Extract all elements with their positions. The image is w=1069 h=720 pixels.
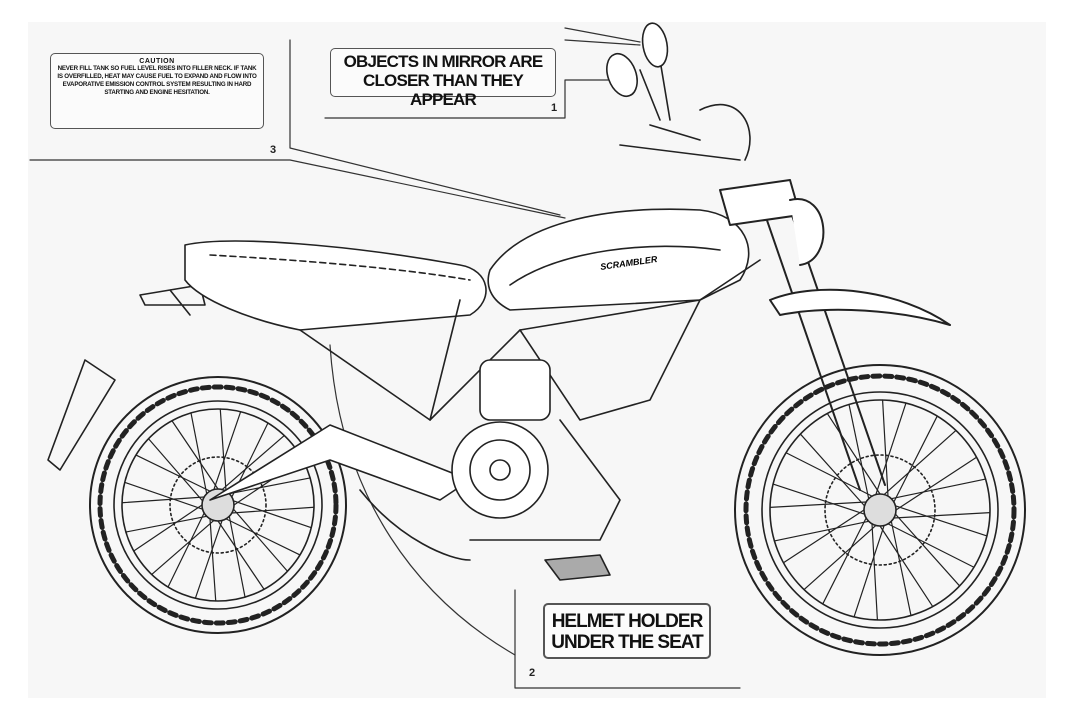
helmet-line-2: UNDER THE SEAT xyxy=(551,632,703,653)
front-wheel xyxy=(734,364,1026,656)
spoke xyxy=(167,512,205,588)
mirror-left xyxy=(606,52,638,98)
spoke xyxy=(803,524,877,591)
muffler xyxy=(359,489,471,561)
spoke xyxy=(228,477,311,495)
spoke xyxy=(893,511,991,519)
spoke xyxy=(231,506,315,514)
engine xyxy=(359,359,621,581)
spoke xyxy=(221,434,285,491)
spoke xyxy=(894,513,961,587)
spoke xyxy=(135,454,211,492)
spoke xyxy=(890,520,912,617)
spoke xyxy=(894,505,988,537)
callout-number-3: 3 xyxy=(270,144,277,156)
spoke xyxy=(782,509,865,564)
spoke xyxy=(769,501,867,509)
fuel-tank xyxy=(487,208,750,311)
mirror-line-2: CLOSER THAN THEY APPEAR xyxy=(362,71,524,109)
spoke xyxy=(895,456,978,511)
spoke xyxy=(232,508,289,572)
spoke xyxy=(228,515,246,598)
headlight xyxy=(789,198,825,266)
spoke xyxy=(151,519,215,576)
front-fork xyxy=(719,179,951,491)
spoke xyxy=(785,452,873,497)
mirror-right xyxy=(641,22,669,68)
spoke xyxy=(121,496,205,504)
spoke xyxy=(893,415,938,503)
spoke xyxy=(890,478,987,500)
rear-wheel xyxy=(89,376,347,634)
spoke xyxy=(171,420,219,490)
front-fender xyxy=(769,288,951,326)
caution-text: NEVER FILL TANK SO FUEL LEVEL RISES INTO… xyxy=(57,65,257,96)
spoke xyxy=(133,504,203,552)
spoke xyxy=(190,412,208,495)
spoke xyxy=(826,412,881,495)
swingarm xyxy=(209,424,471,501)
spoke xyxy=(822,517,867,605)
spoke xyxy=(883,429,957,496)
spoke xyxy=(209,518,217,602)
spoke xyxy=(147,438,204,502)
spoke xyxy=(879,525,934,608)
helmet-line-1: HELMET HOLDER xyxy=(551,611,704,632)
helmet-holder-label: HELMET HOLDER UNDER THE SEAT xyxy=(543,603,711,659)
spoke xyxy=(124,481,204,510)
spoke xyxy=(194,519,223,599)
spoke xyxy=(213,411,242,491)
caution-title: CAUTION xyxy=(139,58,175,65)
spoke xyxy=(773,520,870,542)
handlebar xyxy=(606,22,751,161)
caution-label: CAUTION NEVER FILL TANK SO FUEL LEVEL RI… xyxy=(50,53,264,129)
spoke xyxy=(853,524,885,618)
spoke xyxy=(881,399,889,497)
frame xyxy=(209,259,761,501)
license-plate-holder xyxy=(47,359,116,471)
seat xyxy=(184,240,487,331)
spoke xyxy=(772,483,866,515)
callout-number-1: 1 xyxy=(551,102,558,114)
spoke xyxy=(217,520,265,590)
leader-lines xyxy=(29,27,741,689)
spoke xyxy=(887,523,975,568)
spoke xyxy=(225,518,301,556)
spoke xyxy=(848,403,870,500)
exhaust-tip xyxy=(139,284,206,316)
spoke xyxy=(232,500,312,529)
mirror-warning-label: OBJECTS IN MIRROR ARE CLOSER THAN THEY A… xyxy=(330,48,556,109)
callout-number-2: 2 xyxy=(529,667,536,679)
spoke xyxy=(875,402,907,496)
spoke xyxy=(871,523,879,621)
spoke xyxy=(125,515,208,533)
spoke xyxy=(799,433,866,507)
spoke xyxy=(219,408,227,492)
mirror-line-1: OBJECTS IN MIRROR ARE xyxy=(343,52,544,71)
